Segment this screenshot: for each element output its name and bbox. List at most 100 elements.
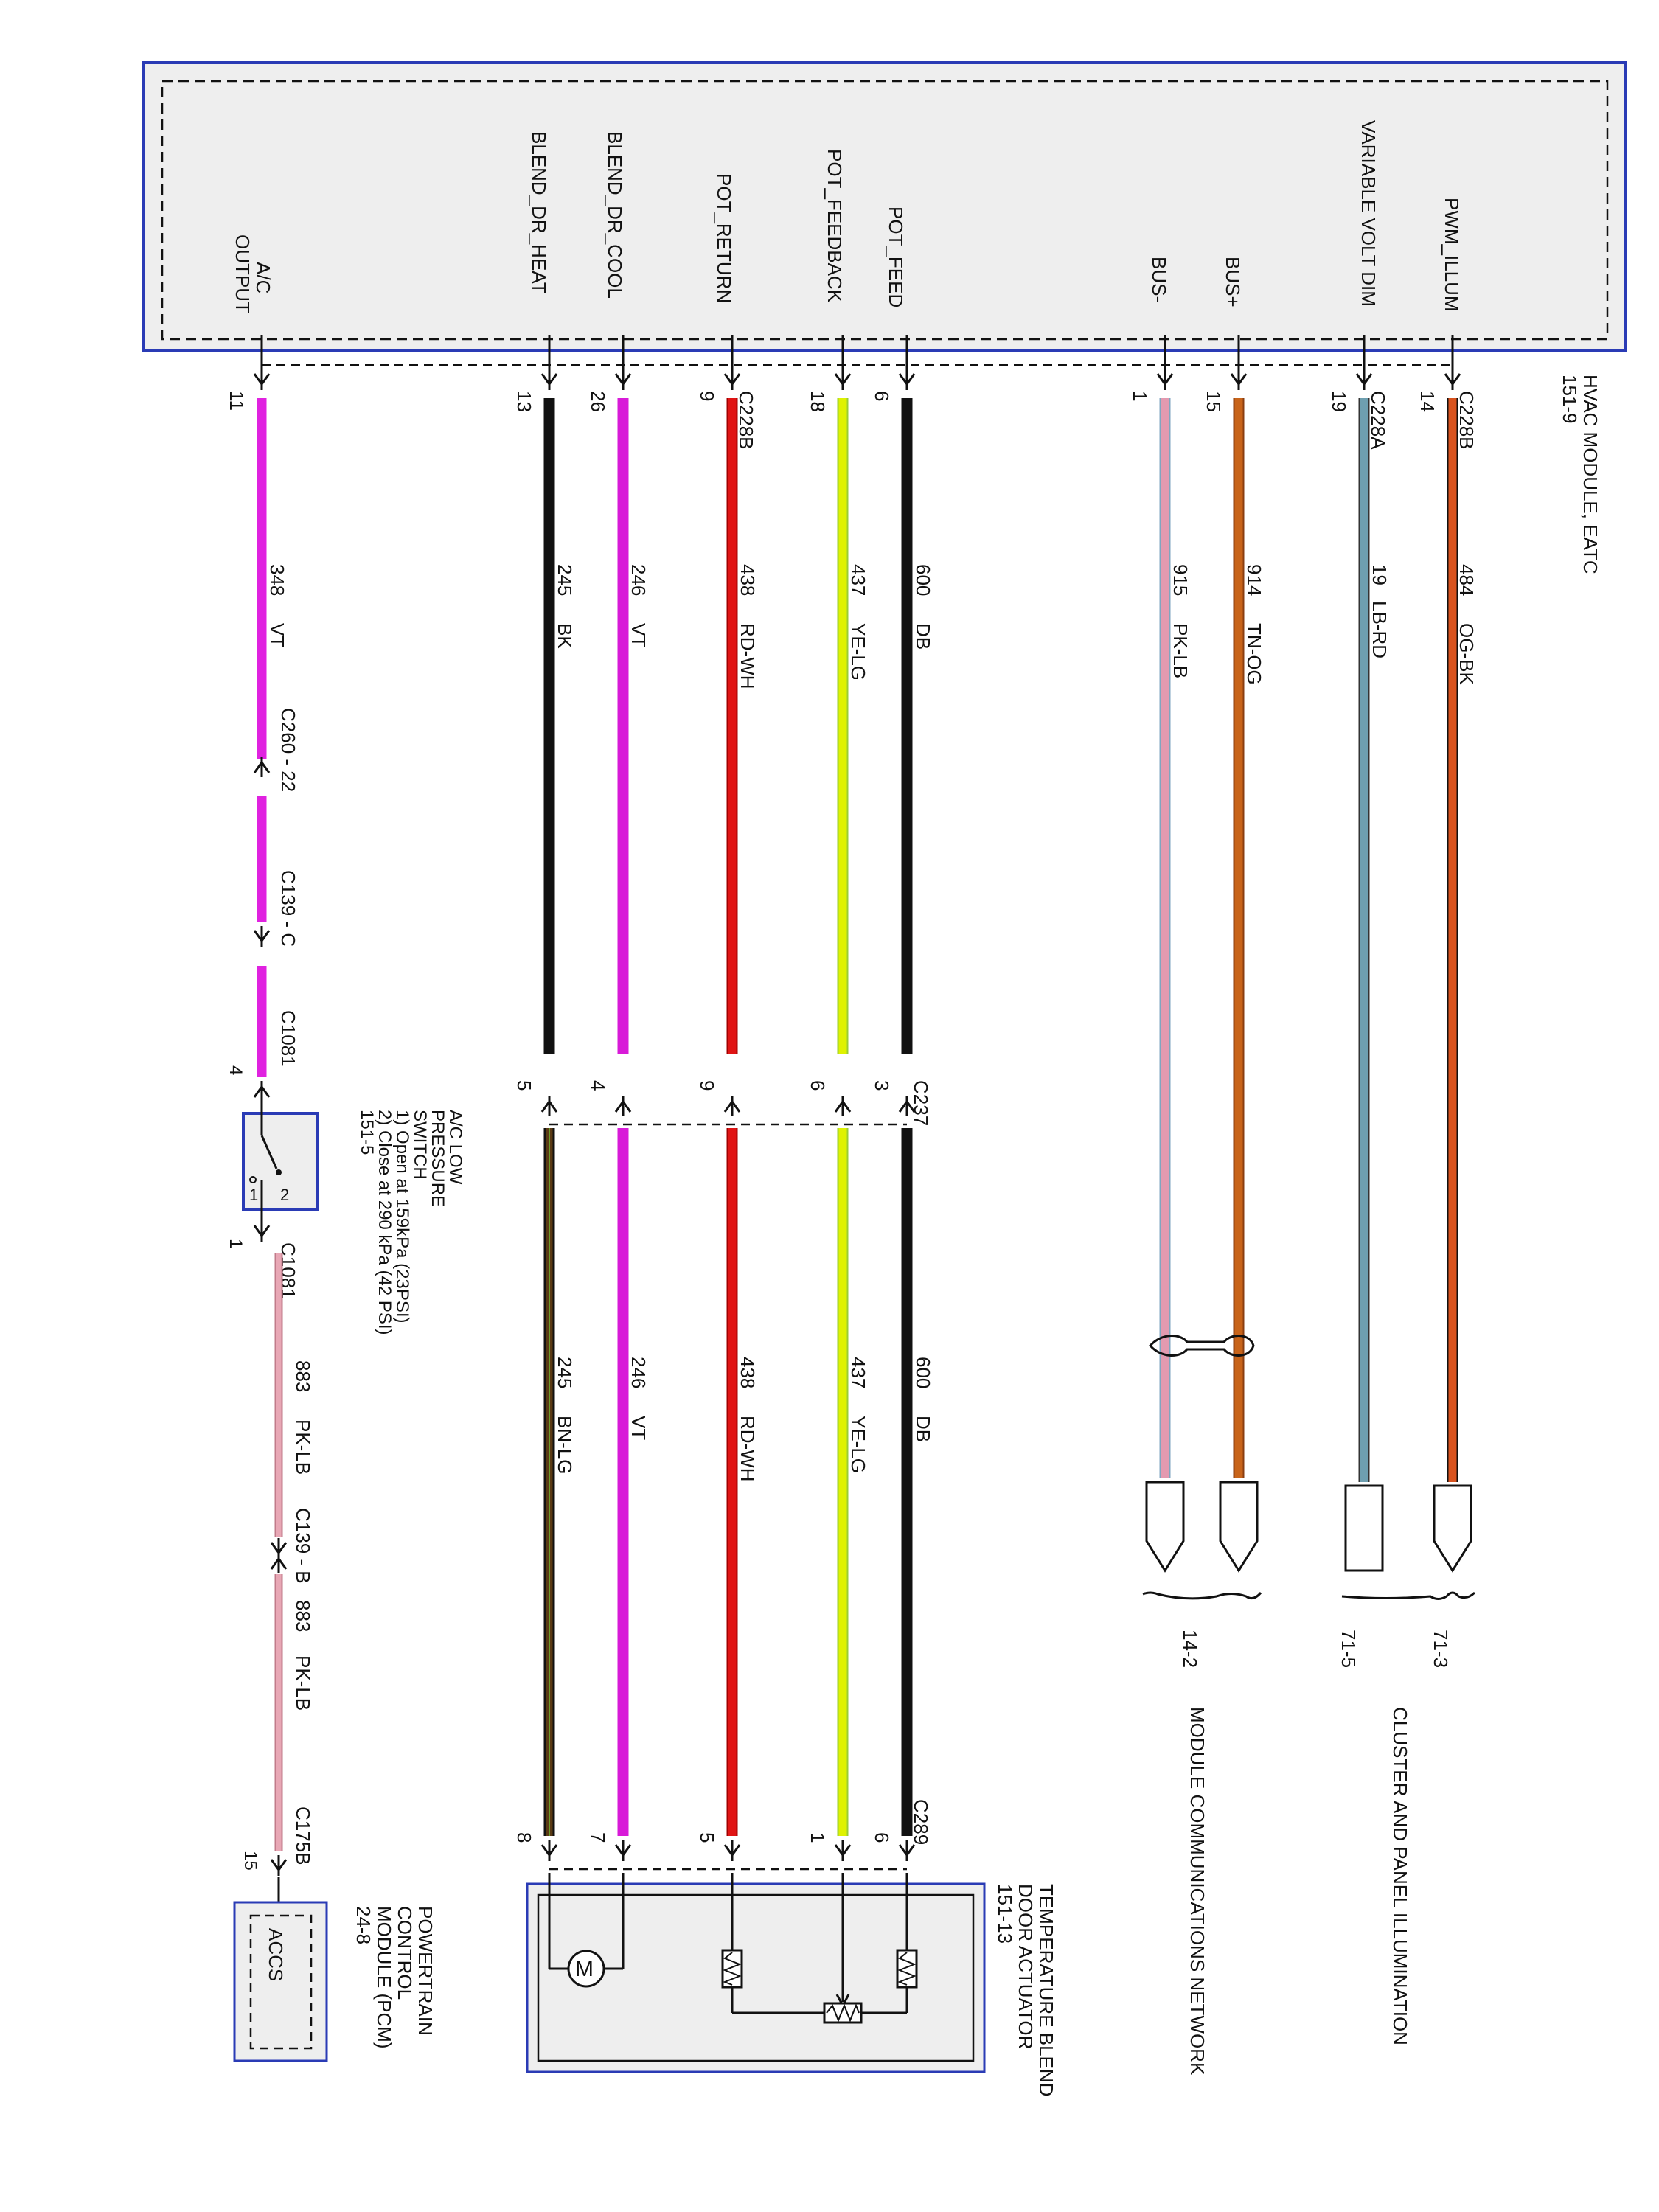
- c237-label: C237: [910, 1080, 932, 1126]
- hvac-module: [142, 61, 1627, 352]
- pin-drops: [253, 335, 1461, 392]
- connector-c228b-b: C228B: [735, 391, 757, 450]
- lower-circuit-600: 600: [912, 1357, 934, 1388]
- circuit-labels-upper: 484 OG-BK 19 LB-RD 914 TN-OG 915 PK-LB 6…: [266, 564, 1478, 689]
- c237-pin-4: 4: [587, 1080, 609, 1091]
- switch-title-line3: SWITCH: [410, 1110, 430, 1180]
- color-rd-wh: RD-WH: [737, 623, 759, 689]
- lower-circuit-438: 438: [737, 1357, 759, 1388]
- circuit-348: 348: [266, 564, 288, 596]
- circuit-246: 246: [627, 564, 650, 596]
- lower-color-pk-lb-a: PK-LB: [292, 1419, 314, 1475]
- c289-pin-1: 1: [807, 1832, 829, 1843]
- c289-connector: C289 6 1 5 7 8: [513, 1799, 932, 1871]
- circuit-915: 915: [1169, 564, 1192, 596]
- pin-num-6: 6: [871, 391, 893, 401]
- lower-color-pk-lb-b: PK-LB: [292, 1655, 314, 1711]
- color-og-bk: OG-BK: [1455, 623, 1478, 685]
- pin-num-13: 13: [513, 391, 535, 412]
- c175b-label: C175B: [292, 1806, 314, 1865]
- pcm-inner-label: ACCS: [265, 1928, 287, 1981]
- lower-circuit-245: 245: [554, 1357, 576, 1388]
- ac-output-circuit: C260 - 22 C139 - C C1081 4 1 2 A/C LOW P…: [226, 708, 465, 1877]
- lower-wires: [543, 1128, 913, 1836]
- temperature-blend-actuator: M TEMPERATURE BLEND DOOR ACTUATOR 151-13: [526, 1873, 1057, 2096]
- switch-ref: 151-5: [357, 1110, 377, 1155]
- pin-num-9: 9: [696, 391, 718, 401]
- pin-num-1: 1: [1129, 391, 1151, 401]
- c1081-upper-label: C1081: [277, 1010, 299, 1067]
- connector-c228b-a: C228B: [1455, 391, 1478, 450]
- pcm-pin-15: 15: [240, 1851, 260, 1871]
- pin-label-bus-minus: BUS-: [1148, 257, 1170, 302]
- pin-label-bus-plus: BUS+: [1222, 257, 1244, 307]
- module-connector-labels: C228B C228A C228B 14 19 15 1 6 18 9 26 1…: [226, 391, 1478, 450]
- hvac-pin-labels: PWM_ILLUM VARIABLE VOLT DIM BUS+ BUS- PO…: [232, 120, 1463, 313]
- lower-circuit-437: 437: [847, 1357, 869, 1388]
- switch-spec-2: 2) Close at 290 kPa (42 PSI): [375, 1110, 394, 1335]
- pcm-title-line3: MODULE (PCM): [373, 1906, 395, 2049]
- pin-label-ac: A/C: [252, 262, 274, 293]
- pin-num-14: 14: [1416, 391, 1439, 412]
- lower-circuit-883-b: 883: [292, 1600, 314, 1632]
- actuator-title-line2: DOOR ACTUATOR: [1015, 1884, 1037, 2049]
- lower-color-ye-lg: YE-LG: [847, 1416, 869, 1473]
- color-tn-og: TN-OG: [1243, 623, 1265, 685]
- powertrain-control-module: ACCS POWERTRAIN CONTROL MODULE (PCM) 24-…: [233, 1877, 437, 2062]
- dest-14-2: 14-2: [1179, 1630, 1201, 1668]
- c289-pin-5: 5: [696, 1832, 718, 1843]
- color-vt-348: VT: [266, 623, 288, 647]
- actuator-title-line3: 151-13: [994, 1884, 1016, 1944]
- pin-num-15: 15: [1203, 391, 1225, 412]
- circuit-438: 438: [737, 564, 759, 596]
- lower-color-bn-lg: BN-LG: [554, 1416, 576, 1474]
- pin-num-18: 18: [807, 391, 829, 412]
- pin-label-pot-return: POT_RETURN: [713, 173, 735, 303]
- circuit-437: 437: [847, 564, 869, 596]
- pin-num-26: 26: [587, 391, 609, 412]
- c139b-label: C139 - B: [292, 1508, 314, 1584]
- pin-label-blend-dr-cool: BLEND_DR_COOL: [604, 131, 626, 299]
- switch-title: A/C LOW PRESSURE SWITCH 1) Open at 159kP…: [357, 1110, 465, 1335]
- dest-71-5: 71-5: [1338, 1630, 1360, 1668]
- color-vt: VT: [627, 623, 650, 647]
- c260-label: C260 - 22: [277, 708, 299, 792]
- pin-label-blend-dr-heat: BLEND_DR_HEAT: [528, 131, 550, 294]
- switch-title-line2: PRESSURE: [428, 1110, 448, 1207]
- actuator-title-line1: TEMPERATURE BLEND: [1035, 1884, 1057, 2096]
- switch-contact-2: 2: [280, 1186, 289, 1204]
- lower-color-db: DB: [912, 1416, 934, 1442]
- switch-title-line1: A/C LOW: [445, 1110, 465, 1185]
- connector-c228a: C228A: [1367, 391, 1389, 450]
- c289-pin-7: 7: [587, 1832, 609, 1843]
- switch-contact-1: 1: [249, 1186, 258, 1204]
- motor-symbol-glyph: M: [575, 1957, 594, 1981]
- c289-label: C289: [910, 1799, 932, 1845]
- hvac-module-name: HVAC MODULE, EATC: [1579, 375, 1601, 574]
- pin-label-output: OUTPUT: [232, 234, 254, 313]
- pin-num-19: 19: [1328, 391, 1350, 412]
- c237-pin-6: 6: [807, 1080, 829, 1091]
- switch-pin-1: 1: [226, 1239, 246, 1248]
- pin-num-11: 11: [226, 391, 248, 411]
- color-pk-lb: PK-LB: [1169, 623, 1192, 678]
- resistor-icon-feed: [896, 1949, 918, 1989]
- group-module-comm-network: MODULE COMMUNICATIONS NETWORK: [1186, 1707, 1208, 2076]
- color-db: DB: [912, 623, 934, 650]
- circuit-914: 914: [1243, 564, 1265, 596]
- ac-low-pressure-switch: 1 2: [242, 1099, 319, 1224]
- dest-71-3: 71-3: [1430, 1630, 1452, 1668]
- c289-pin-8: 8: [513, 1832, 535, 1843]
- c237-pin-5: 5: [513, 1080, 535, 1091]
- resistor-icon-wiper: [823, 2002, 863, 2024]
- pin-label-variable-volt-dim: VARIABLE VOLT DIM: [1357, 120, 1380, 307]
- c237-pin-3: 3: [871, 1080, 893, 1091]
- switch-pin-4: 4: [226, 1065, 246, 1075]
- c237-connector: C237 3 6 9 4 5: [513, 1080, 932, 1126]
- color-bk: BK: [554, 623, 576, 649]
- circuit-600: 600: [912, 564, 934, 596]
- circuit-484: 484: [1455, 564, 1478, 596]
- pcm-title-line1: POWERTRAIN: [414, 1906, 437, 2036]
- motor-icon: [567, 1950, 605, 1988]
